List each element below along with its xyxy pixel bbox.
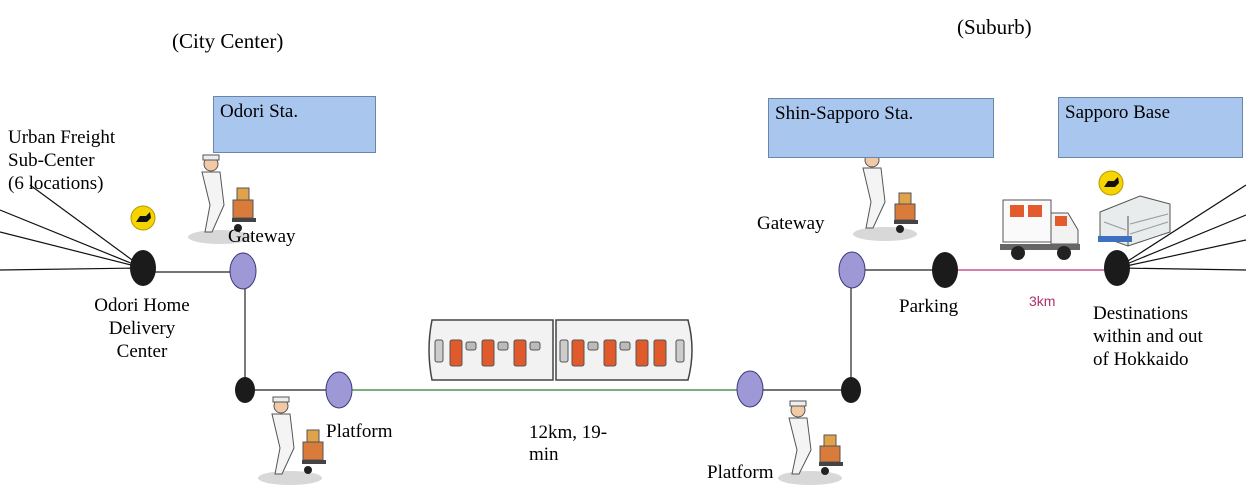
- parking-node: [932, 252, 958, 288]
- odori-home-delivery-center-label: Odori Home Delivery Center: [62, 294, 222, 363]
- destinations-line-3: of Hokkaido: [1093, 349, 1189, 370]
- destinations-label: Destinations within and out of Hokkaido: [1093, 302, 1203, 371]
- truck-distance-label: 3km: [1029, 290, 1055, 312]
- odori-station-box: Odori Sta.: [213, 96, 376, 153]
- platform-left-label: Platform: [326, 421, 393, 443]
- odori-home-line-2: Delivery: [108, 318, 176, 339]
- shin-sapporo-station-label: Shin-Sapporo Sta.: [775, 103, 914, 124]
- odori-home-node: [130, 250, 156, 286]
- platform-right-node: [736, 370, 764, 408]
- gateway-right-label: Gateway: [757, 213, 825, 235]
- warehouse-building-icon: [1098, 195, 1171, 247]
- urban-freight-line-3: (6 locations): [8, 173, 104, 194]
- yamato-logo-left-icon: [130, 205, 156, 231]
- urban-freight-label: Urban Freight Sub-Center (6 locations): [8, 126, 115, 195]
- suburb-label: (Suburb): [957, 16, 1032, 38]
- gateway-left-text: Gateway: [228, 226, 296, 247]
- sapporo-base-box: Sapporo Base: [1058, 97, 1243, 158]
- platform-right-text: Platform: [707, 462, 774, 483]
- train-distance-label: 12km, 19- min: [529, 422, 607, 466]
- train-distance-line-1: 12km, 19-: [529, 422, 608, 443]
- delivery-worker-gateway-left-icon: [188, 154, 256, 244]
- parking-label: Parking: [899, 296, 958, 318]
- city-center-text: (City Center): [172, 29, 284, 53]
- gateway-left-node: [229, 252, 257, 290]
- platform-right-label: Platform: [707, 462, 774, 484]
- destinations-line-1: Destinations: [1093, 303, 1188, 324]
- odori-home-line-1: Odori Home: [94, 295, 190, 316]
- yamato-logo-right-icon: [1098, 170, 1124, 196]
- odori-station-label: Odori Sta.: [220, 101, 299, 122]
- gateway-right-text: Gateway: [757, 213, 825, 234]
- train-icon: [428, 319, 693, 381]
- delivery-worker-gateway-right-icon: [853, 150, 918, 241]
- urban-freight-line-1: Urban Freight: [8, 127, 116, 148]
- sapporo-base-label: Sapporo Base: [1065, 102, 1171, 123]
- parking-text: Parking: [899, 296, 959, 317]
- sapporo-base-node: [1104, 250, 1130, 286]
- suburb-text: (Suburb): [957, 15, 1032, 39]
- train-distance-line-2: min: [529, 444, 559, 465]
- left-fan-lines: [0, 184, 144, 271]
- odori-home-line-3: Center: [116, 341, 168, 362]
- delivery-worker-platform-left-icon: [258, 396, 326, 485]
- shin-sapporo-station-box: Shin-Sapporo Sta.: [768, 98, 994, 158]
- platform-left-node: [325, 371, 353, 409]
- delivery-worker-platform-right-icon: [778, 400, 843, 485]
- gateway-right-node: [838, 251, 866, 289]
- right-junction-node: [841, 377, 861, 403]
- right-fan-lines: [1116, 184, 1246, 271]
- destinations-line-2: within and out: [1093, 326, 1203, 347]
- urban-freight-line-2: Sub-Center: [8, 150, 95, 171]
- city-center-label: (City Center): [172, 30, 283, 52]
- truck-distance-text: 3km: [1029, 293, 1056, 309]
- left-junction-node: [235, 377, 255, 403]
- delivery-truck-icon: [1000, 199, 1080, 260]
- gateway-left-label: Gateway: [228, 226, 296, 248]
- platform-left-text: Platform: [326, 421, 393, 442]
